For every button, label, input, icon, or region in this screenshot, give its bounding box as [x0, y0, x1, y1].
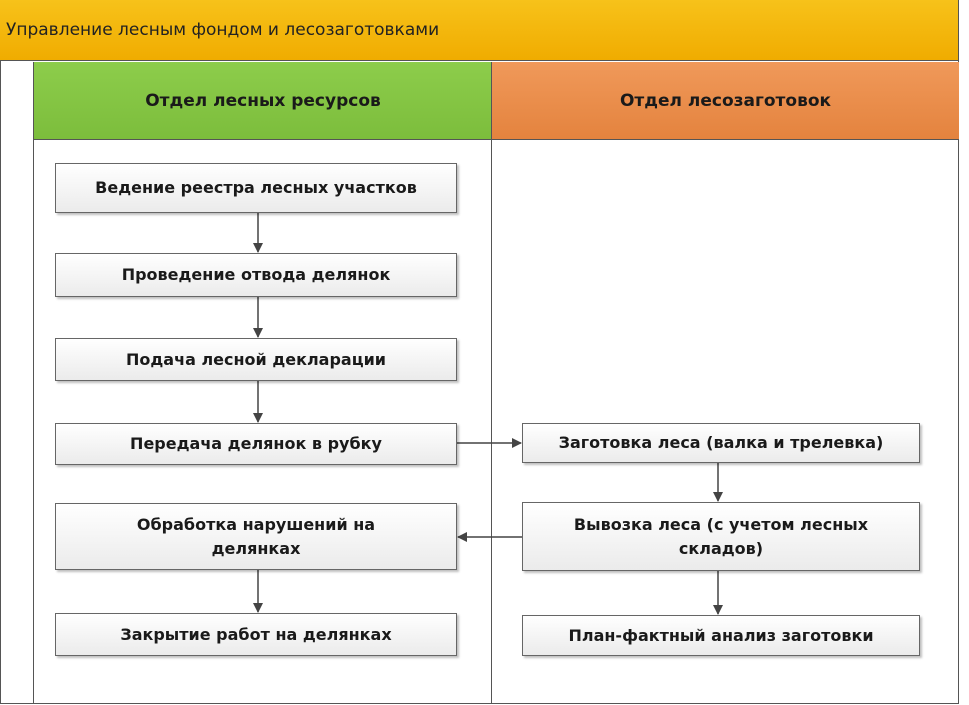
step-transfer-to-felling: Передача делянок в рубку [55, 423, 457, 465]
lane-forest-resources [33, 140, 492, 703]
lane-logging [491, 140, 958, 703]
step-closing-works: Закрытие работ на делянках [55, 613, 457, 656]
lane-header-logging: Отдел лесозаготовок [491, 62, 959, 140]
step-violation-processing: Обработка нарушений на делянках [55, 503, 457, 570]
step-plan-fact-analysis: План-фактный анализ заготовки [522, 615, 920, 656]
diagram-title: Управление лесным фондом и лесозаготовка… [0, 0, 958, 61]
step-logging: Заготовка леса (валка и трелевка) [522, 423, 920, 463]
step-plot-allotment: Проведение отвода делянок [55, 253, 457, 297]
step-timber-removal: Вывозка леса (с учетом лесных складов) [522, 502, 920, 571]
lane-header-forest-resources: Отдел лесных ресурсов [33, 62, 492, 140]
step-forest-register: Ведение реестра лесных участков [55, 163, 457, 213]
step-forest-declaration: Подача лесной декларации [55, 338, 457, 381]
